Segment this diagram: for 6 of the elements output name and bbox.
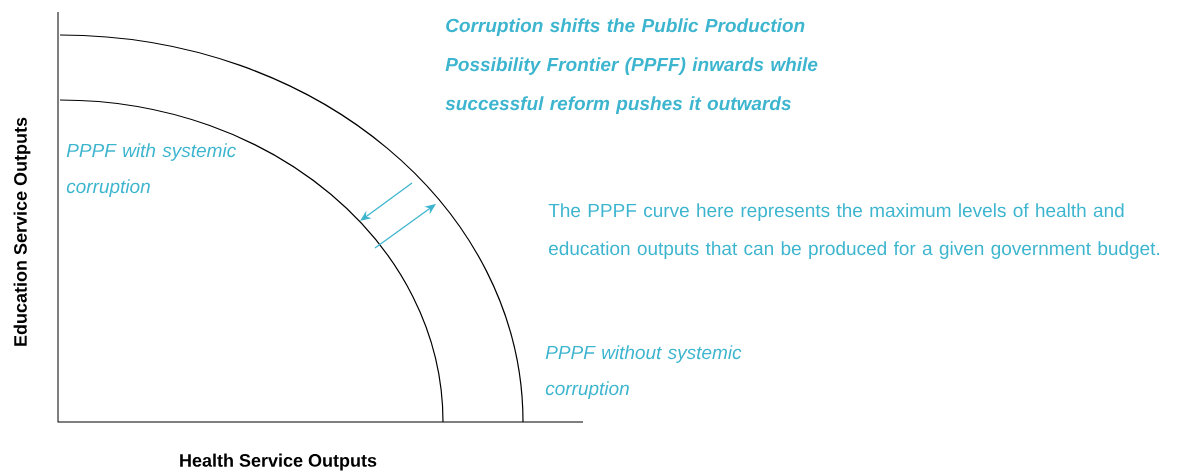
explanation-text: The PPPF curve here represents the maximum levels of health and education outputs that can be produced for a given government budget. <box>548 203 1159 259</box>
axis-label: Health Service Outputs <box>180 453 377 471</box>
curve-label: PPPF with systemic corruption <box>66 143 236 197</box>
axis-label: Education Service Outputs <box>13 117 31 346</box>
note-text: Corruption shifts the Public Production Possibility Frontier (PPFF) inwards while successful reform pushes it outwards <box>445 18 818 114</box>
curve-label: PPPF without systemic corruption <box>545 345 742 399</box>
